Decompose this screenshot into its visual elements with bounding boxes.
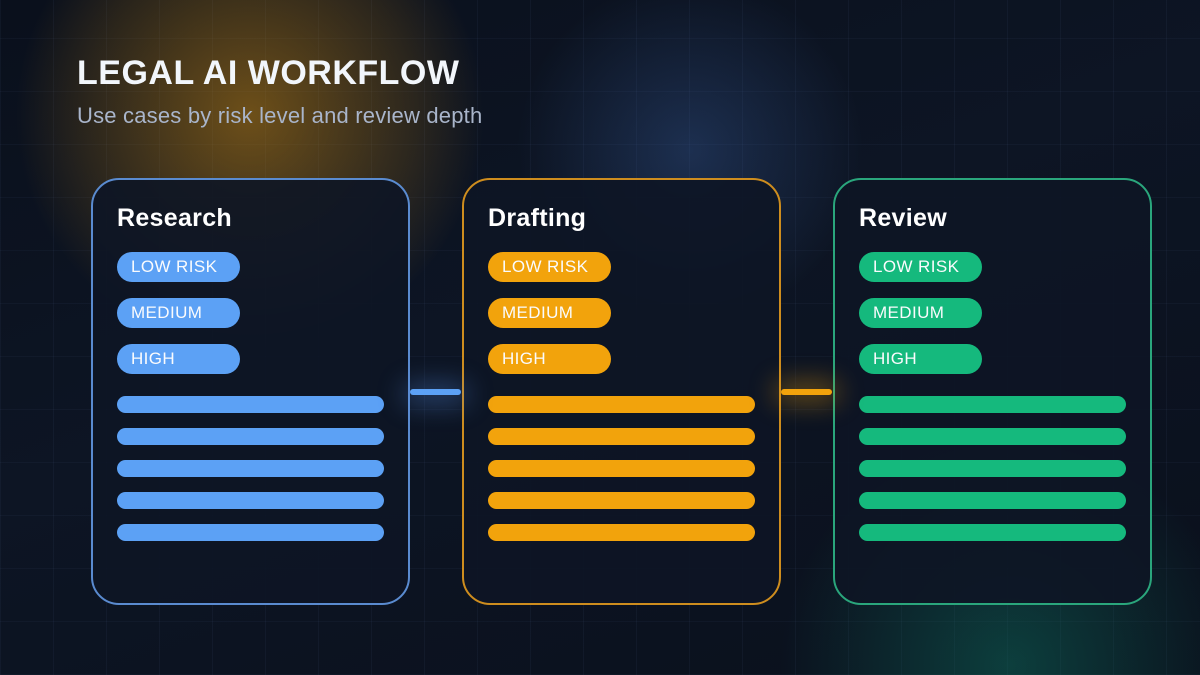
- placeholder-bar: [488, 427, 755, 445]
- risk-badge-medium: MEDIUM: [488, 297, 611, 328]
- card-title-research: Research: [117, 204, 232, 232]
- card-title-review: Review: [859, 204, 947, 232]
- risk-badge-group: LOW RISK MEDIUM HIGH: [488, 251, 755, 374]
- placeholder-bars: [117, 395, 384, 541]
- placeholder-bar: [488, 491, 755, 509]
- risk-badge-group: LOW RISK MEDIUM HIGH: [859, 251, 1126, 374]
- connector-drafting-review: [781, 389, 832, 395]
- risk-badge-low: LOW RISK: [488, 251, 611, 282]
- risk-badge-medium: MEDIUM: [117, 297, 240, 328]
- card-drafting: Drafting LOW RISK MEDIUM HIGH: [462, 178, 781, 605]
- placeholder-bars: [859, 395, 1126, 541]
- placeholder-bar: [117, 523, 384, 541]
- connector-research-drafting: [410, 389, 461, 395]
- placeholder-bar: [488, 523, 755, 541]
- risk-badge-high: HIGH: [488, 343, 611, 374]
- risk-badge-medium: MEDIUM: [859, 297, 982, 328]
- placeholder-bar: [488, 395, 755, 413]
- placeholder-bar: [859, 491, 1126, 509]
- placeholder-bar: [488, 459, 755, 477]
- placeholder-bar: [859, 523, 1126, 541]
- card-research: Research LOW RISK MEDIUM HIGH: [91, 178, 410, 605]
- risk-badge-low: LOW RISK: [859, 251, 982, 282]
- card-review: Review LOW RISK MEDIUM HIGH: [833, 178, 1152, 605]
- risk-badge-high: HIGH: [859, 343, 982, 374]
- placeholder-bar: [859, 427, 1126, 445]
- placeholder-bar: [859, 459, 1126, 477]
- page-title: LEGAL AI WORKFLOW: [77, 54, 460, 92]
- placeholder-bars: [488, 395, 755, 541]
- header: LEGAL AI WORKFLOW Use cases by risk leve…: [77, 54, 483, 128]
- placeholder-bar: [117, 395, 384, 413]
- card-title-drafting: Drafting: [488, 204, 587, 232]
- risk-badge-group: LOW RISK MEDIUM HIGH: [117, 251, 384, 374]
- placeholder-bar: [117, 427, 384, 445]
- placeholder-bar: [859, 395, 1126, 413]
- placeholder-bar: [117, 491, 384, 509]
- page-subtitle: Use cases by risk level and review depth: [77, 102, 483, 128]
- placeholder-bar: [117, 459, 384, 477]
- risk-badge-low: LOW RISK: [117, 251, 240, 282]
- risk-badge-high: HIGH: [117, 343, 240, 374]
